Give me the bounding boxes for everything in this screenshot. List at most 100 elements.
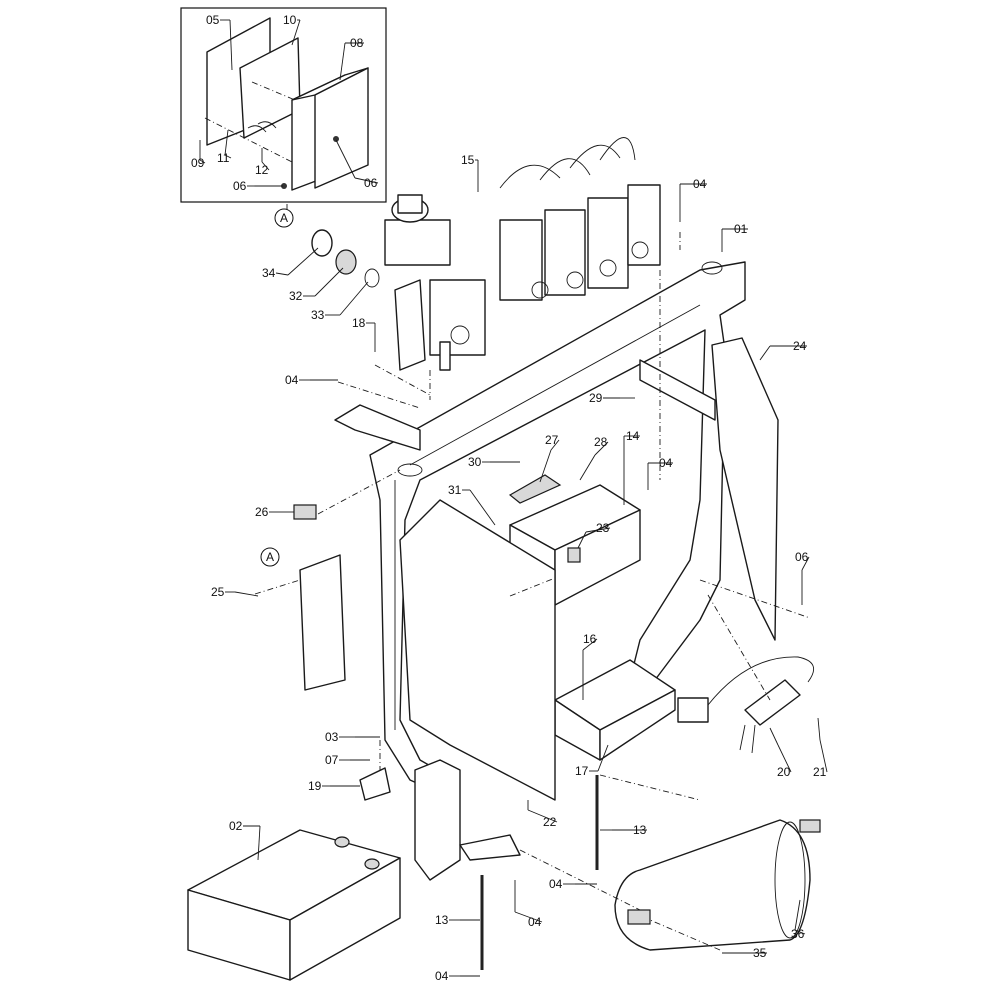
clip-27 bbox=[508, 474, 562, 504]
callout-number: 04 bbox=[285, 373, 299, 387]
callout-number: 04 bbox=[528, 915, 542, 929]
callout-35: 35 bbox=[722, 946, 767, 960]
callout-33: 33 bbox=[311, 281, 369, 322]
leader-line bbox=[769, 727, 779, 746]
callout-number: 31 bbox=[448, 483, 462, 497]
leader-line bbox=[539, 449, 552, 483]
plug-26 bbox=[293, 504, 317, 520]
lower-bracket bbox=[414, 759, 461, 881]
callout-number: 24 bbox=[793, 339, 807, 353]
callout-04: 04 bbox=[514, 880, 543, 929]
callout-number: 20 bbox=[777, 765, 791, 779]
fittings bbox=[311, 229, 380, 288]
leader-line bbox=[582, 638, 598, 651]
callout-number: 15 bbox=[461, 153, 475, 167]
leader-line bbox=[354, 177, 379, 184]
side-cover bbox=[711, 337, 779, 641]
callout-25: 25 bbox=[211, 585, 259, 599]
callout-11: 11 bbox=[217, 129, 232, 165]
leader-line bbox=[579, 454, 596, 481]
callout-18: 18 bbox=[352, 316, 376, 352]
leader-line bbox=[261, 161, 270, 171]
detail-marker-circle bbox=[260, 547, 280, 567]
callout-04: 04 bbox=[435, 969, 480, 983]
callout-03: 03 bbox=[325, 730, 380, 744]
leader-line bbox=[234, 591, 259, 597]
leader-line bbox=[585, 527, 611, 533]
leader-line bbox=[275, 272, 289, 276]
terminal-19 bbox=[359, 767, 391, 801]
callout-number: 22 bbox=[543, 815, 557, 829]
callout-31: 31 bbox=[448, 483, 496, 526]
callout-number: 13 bbox=[435, 913, 449, 927]
leader-line bbox=[287, 247, 319, 276]
callout-number: 30 bbox=[468, 455, 482, 469]
detail-marker-label: A bbox=[266, 550, 274, 564]
callout-number: 05 bbox=[206, 13, 220, 27]
callout-16: 16 bbox=[582, 632, 598, 700]
leader-line bbox=[817, 717, 821, 741]
callout-number: 17 bbox=[575, 764, 589, 778]
callout-number: 26 bbox=[255, 505, 269, 519]
callout-number: 14 bbox=[626, 429, 640, 443]
callout-13: 13 bbox=[600, 823, 647, 837]
leader-line bbox=[469, 489, 496, 526]
callout-19: 19 bbox=[308, 779, 360, 793]
callout-34: 34 bbox=[262, 247, 319, 280]
callout-12: 12 bbox=[255, 148, 270, 177]
callout-number: 34 bbox=[262, 266, 276, 280]
callout-21: 21 bbox=[813, 717, 828, 779]
callout-04: 04 bbox=[285, 373, 338, 387]
callout-number: 25 bbox=[211, 585, 225, 599]
callout-20: 20 bbox=[769, 727, 792, 779]
callout-36: 36 bbox=[791, 899, 806, 941]
leader-line bbox=[819, 739, 828, 773]
detail-inset-frame bbox=[180, 7, 387, 203]
leader-line bbox=[339, 42, 346, 81]
leader-line bbox=[794, 899, 801, 931]
callout-number: 29 bbox=[589, 391, 603, 405]
door-panel bbox=[399, 499, 556, 801]
valve-manifold-assembly bbox=[384, 137, 661, 371]
callout-number: 36 bbox=[791, 927, 805, 941]
callout-07: 07 bbox=[325, 753, 370, 767]
callout-28: 28 bbox=[579, 435, 609, 481]
air-tank bbox=[614, 819, 821, 951]
callout-29: 29 bbox=[589, 391, 635, 405]
callout-number: 16 bbox=[583, 632, 597, 646]
main-frame bbox=[299, 261, 746, 801]
callout-number: 27 bbox=[545, 433, 559, 447]
callout-17: 17 bbox=[575, 744, 609, 778]
callout-10: 10 bbox=[283, 13, 301, 46]
tray-lower bbox=[554, 659, 676, 761]
battery bbox=[187, 829, 401, 981]
callout-number: 11 bbox=[217, 151, 230, 165]
leader-line bbox=[759, 345, 771, 361]
leader-line bbox=[291, 19, 301, 46]
callout-24: 24 bbox=[759, 339, 807, 361]
callout-number: 21 bbox=[813, 765, 827, 779]
callout-number: 03 bbox=[325, 730, 339, 744]
assembly-guides bbox=[254, 202, 811, 951]
leader-line bbox=[777, 744, 792, 773]
callout-number: 19 bbox=[308, 779, 322, 793]
callout-number: 13 bbox=[633, 823, 647, 837]
callout-number: 33 bbox=[311, 308, 325, 322]
callout-22: 22 bbox=[527, 800, 558, 829]
callout-32: 32 bbox=[289, 267, 344, 303]
callout-number: 10 bbox=[283, 13, 297, 27]
callout-number: 12 bbox=[255, 163, 269, 177]
callout-08: 08 bbox=[339, 36, 364, 81]
callout-30: 30 bbox=[468, 455, 520, 469]
callout-15: 15 bbox=[461, 153, 479, 192]
callout-04: 04 bbox=[647, 456, 673, 490]
leader-line bbox=[794, 929, 806, 935]
callout-14: 14 bbox=[623, 429, 640, 505]
callout-number: 06 bbox=[795, 550, 809, 564]
callout-number: 04 bbox=[435, 969, 449, 983]
callout-number: 04 bbox=[549, 877, 563, 891]
callout-06: 06 bbox=[335, 139, 379, 190]
